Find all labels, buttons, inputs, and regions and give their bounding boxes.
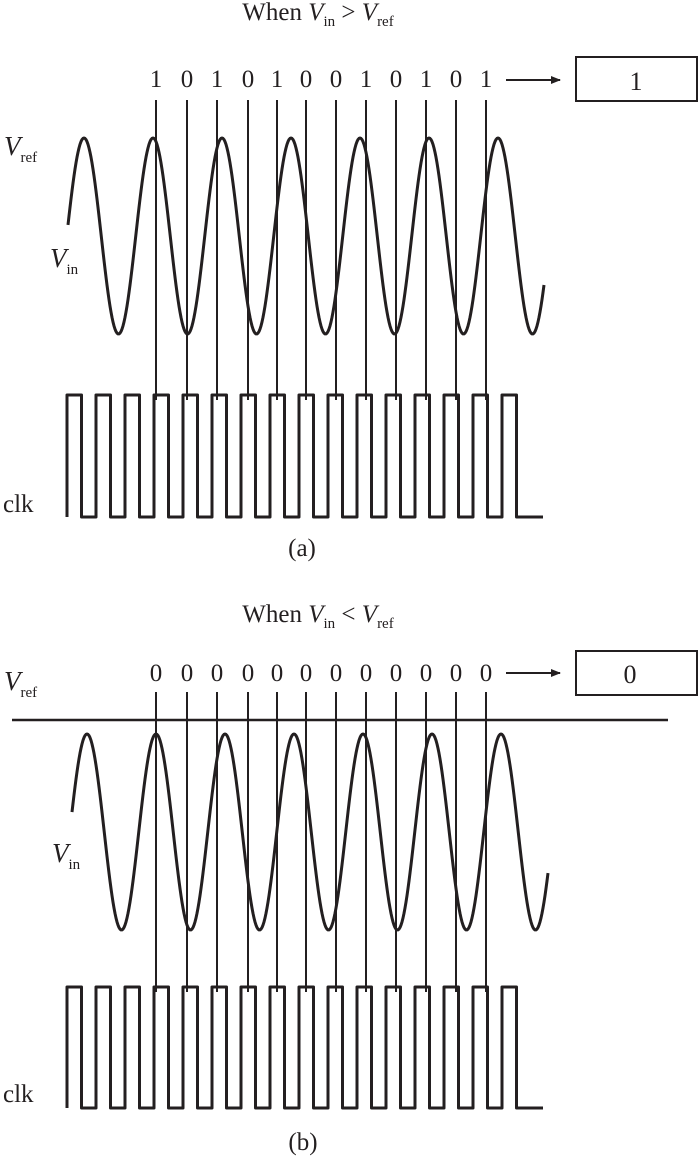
bit-value: 0 — [330, 66, 343, 93]
panel-b-sampling-lines — [155, 692, 487, 992]
bit-value: 0 — [360, 660, 373, 687]
panel-a-title: When Vin > Vref — [242, 0, 393, 30]
bit-value: 0 — [480, 660, 493, 687]
bit-value: 0 — [242, 66, 255, 93]
bit-value: 1 — [420, 66, 433, 93]
bit-value: 0 — [181, 660, 194, 687]
bit-value: 0 — [330, 660, 343, 687]
bit-value: 0 — [450, 66, 463, 93]
bit-value: 0 — [211, 660, 224, 687]
panel-b-vref-label: Vref — [4, 666, 37, 701]
bit-value: 0 — [181, 66, 194, 93]
bit-value: 0 — [150, 660, 163, 687]
panel-a-sampling-lines — [155, 100, 487, 400]
bit-value: 1 — [150, 66, 163, 93]
panel-b-clock-waveform — [65, 985, 543, 1110]
panel-a-output-box — [575, 56, 698, 102]
panel-b-caption: (b) — [288, 1129, 317, 1156]
panel-a-caption: (a) — [288, 535, 316, 562]
bit-value: 0 — [390, 660, 403, 687]
panel-a-clock-waveform — [65, 393, 543, 519]
bit-value: 0 — [271, 660, 284, 687]
bit-value: 0 — [300, 66, 313, 93]
bit-value: 0 — [242, 660, 255, 687]
panel-a-output-value: 1 — [630, 67, 643, 96]
panel-b-vin-label: Vin — [52, 838, 81, 873]
bit-value: 0 — [390, 66, 403, 93]
panel-b-output-box — [575, 650, 698, 696]
bit-value: 1 — [360, 66, 373, 93]
bit-value: 0 — [450, 660, 463, 687]
panel-b-output-value: 0 — [624, 660, 637, 689]
panel-a-clk-label: clk — [3, 491, 34, 518]
bit-value: 1 — [211, 66, 224, 93]
bit-value: 1 — [271, 66, 284, 93]
panel-a-vin-label: Vin — [50, 243, 79, 278]
panel-b-title: When Vin < Vref — [242, 601, 393, 632]
panel-b-clk-label: clk — [3, 1081, 34, 1108]
bit-value: 0 — [420, 660, 433, 687]
bit-value: 0 — [300, 660, 313, 687]
panel-b-vin-waveform — [70, 732, 550, 932]
bit-value: 1 — [480, 66, 493, 93]
panel-a-vref-label: Vref — [4, 131, 37, 166]
